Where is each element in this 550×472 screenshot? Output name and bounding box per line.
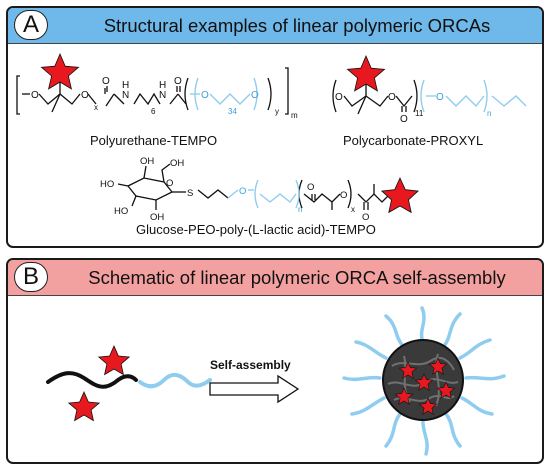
pu-sub-6: 6 [151, 107, 156, 116]
pu-sub-y: y [275, 107, 279, 116]
pu-o1: O [31, 90, 39, 101]
core-star-1-icon [398, 361, 418, 379]
core-star-5-icon [394, 387, 414, 405]
pu-o6: O [251, 90, 259, 101]
peo-sub-n: n [298, 205, 302, 214]
pu-star-icon [40, 52, 80, 90]
pu-o5: O [201, 90, 209, 101]
pu-o4: O [174, 76, 182, 87]
plla-o2: O [340, 190, 347, 201]
glc-oh1: OH [140, 156, 154, 167]
pu-n1: N [122, 90, 129, 101]
chain-star-bottom-icon [67, 391, 101, 422]
pu-sub-x: x [94, 103, 98, 112]
panel-b-letter: B [14, 262, 48, 292]
glc-o-ring: O [166, 178, 173, 189]
panel-a-letter: A [14, 10, 48, 40]
plla-o1: O [307, 182, 314, 193]
pu-h2: H [159, 80, 166, 91]
pu-sub-m: m [291, 111, 298, 120]
glc-ho2: HO [114, 206, 128, 217]
glc-ho1: HO [100, 179, 114, 190]
glucose-peo-plla-tempo-label: Glucose-PEO-poly-(L-lactic acid)-TEMPO [136, 222, 376, 237]
glucose-peo-plla-tempo-structure: OH HO HO OH OH O S O O x O O n [100, 156, 420, 223]
pc-sub-11: 11 [415, 109, 424, 118]
panel-b: B Schematic of linear polymeric ORCA sel… [6, 258, 544, 464]
panel-a-title: Structural examples of linear polymeric … [103, 15, 491, 36]
polycarbonate-proxyl-label: Polycarbonate-PROXYL [343, 133, 484, 148]
peo-o1: O [239, 186, 246, 197]
panel-b-header: B Schematic of linear polymeric ORCA sel… [8, 260, 542, 296]
micelle [342, 306, 506, 456]
core-star-3-icon [414, 373, 434, 391]
glc-oh2: OH [150, 212, 164, 223]
linear-orca-chain [46, 345, 212, 422]
glc-s: S [187, 188, 193, 199]
pu-o2: O [81, 90, 89, 101]
pu-h1: H [122, 80, 129, 91]
panel-b-title: Schematic of linear polymeric ORCA self-… [88, 267, 506, 288]
self-assembly-arrow [209, 374, 300, 404]
self-assembly-label: Self-assembly [210, 358, 291, 372]
panel-a: A Structural examples of linear polymeri… [6, 6, 544, 248]
pc-sub-n: n [487, 109, 491, 118]
polycarbonate-proxyl-structure: O O O 11 O n [332, 54, 527, 125]
polyurethane-tempo-structure: O O O x H N 6 H N O y m O O 34 [16, 52, 298, 120]
pc-o3: O [400, 114, 408, 125]
plla-o3: O [362, 212, 369, 223]
glc-oh3: OH [170, 158, 184, 169]
pc-o4: O [436, 92, 444, 103]
pu-o3: O [102, 76, 110, 87]
core-star-6-icon [418, 397, 438, 415]
chain-star-top-icon [97, 345, 131, 376]
plla-sub-x: x [351, 205, 355, 214]
pc-star-icon [346, 54, 386, 92]
hydrophobic-block [46, 371, 138, 389]
glc-star-icon [380, 177, 420, 214]
pu-n2: N [159, 90, 166, 101]
pu-sub-34: 34 [228, 107, 237, 116]
polyurethane-tempo-label: Polyurethane-TEMPO [90, 133, 218, 148]
pc-o2: O [388, 92, 396, 103]
core-star-4-icon [436, 381, 456, 399]
peg-block [138, 373, 212, 389]
core-star-2-icon [428, 357, 448, 375]
pc-o1: O [335, 92, 343, 103]
panel-a-header: A Structural examples of linear polymeri… [8, 8, 542, 44]
